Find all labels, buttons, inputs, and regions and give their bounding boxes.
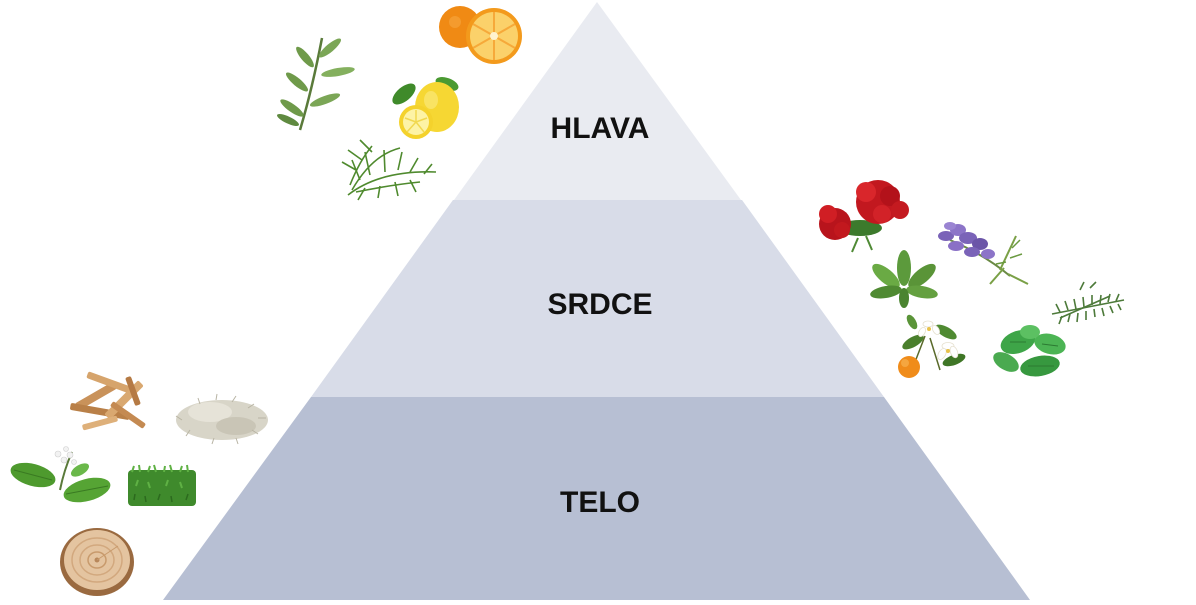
patchouli-icon	[10, 446, 111, 503]
eucalyptus-branch-icon	[277, 37, 355, 131]
rosemary-icon	[1051, 281, 1125, 325]
oakmoss-icon	[175, 393, 268, 445]
pyramid: HLAVA SRDCE TELO	[163, 2, 1030, 600]
dill-icon	[341, 139, 437, 201]
mint-icon	[993, 325, 1066, 377]
pyramid-level-top	[454, 2, 741, 200]
vetiver-grass-icon	[128, 464, 196, 506]
pyramid-label-bottom: TELO	[560, 486, 640, 519]
geranium-icon	[819, 180, 909, 253]
sandalwood-chips-icon	[70, 371, 146, 431]
pyramid-label-top: HLAVA	[551, 112, 650, 145]
orange-blossom-icon	[898, 314, 966, 378]
sage-leaves-icon	[870, 250, 938, 308]
cedar-wood-slice-icon	[60, 528, 134, 596]
pyramid-label-middle: SRDCE	[547, 288, 652, 321]
lavender-icon	[938, 222, 1029, 285]
lemon-icon	[392, 77, 459, 139]
pyramid-level-middle	[311, 200, 884, 397]
orange-icon	[439, 6, 522, 64]
pyramid-level-bottom	[163, 397, 1030, 600]
